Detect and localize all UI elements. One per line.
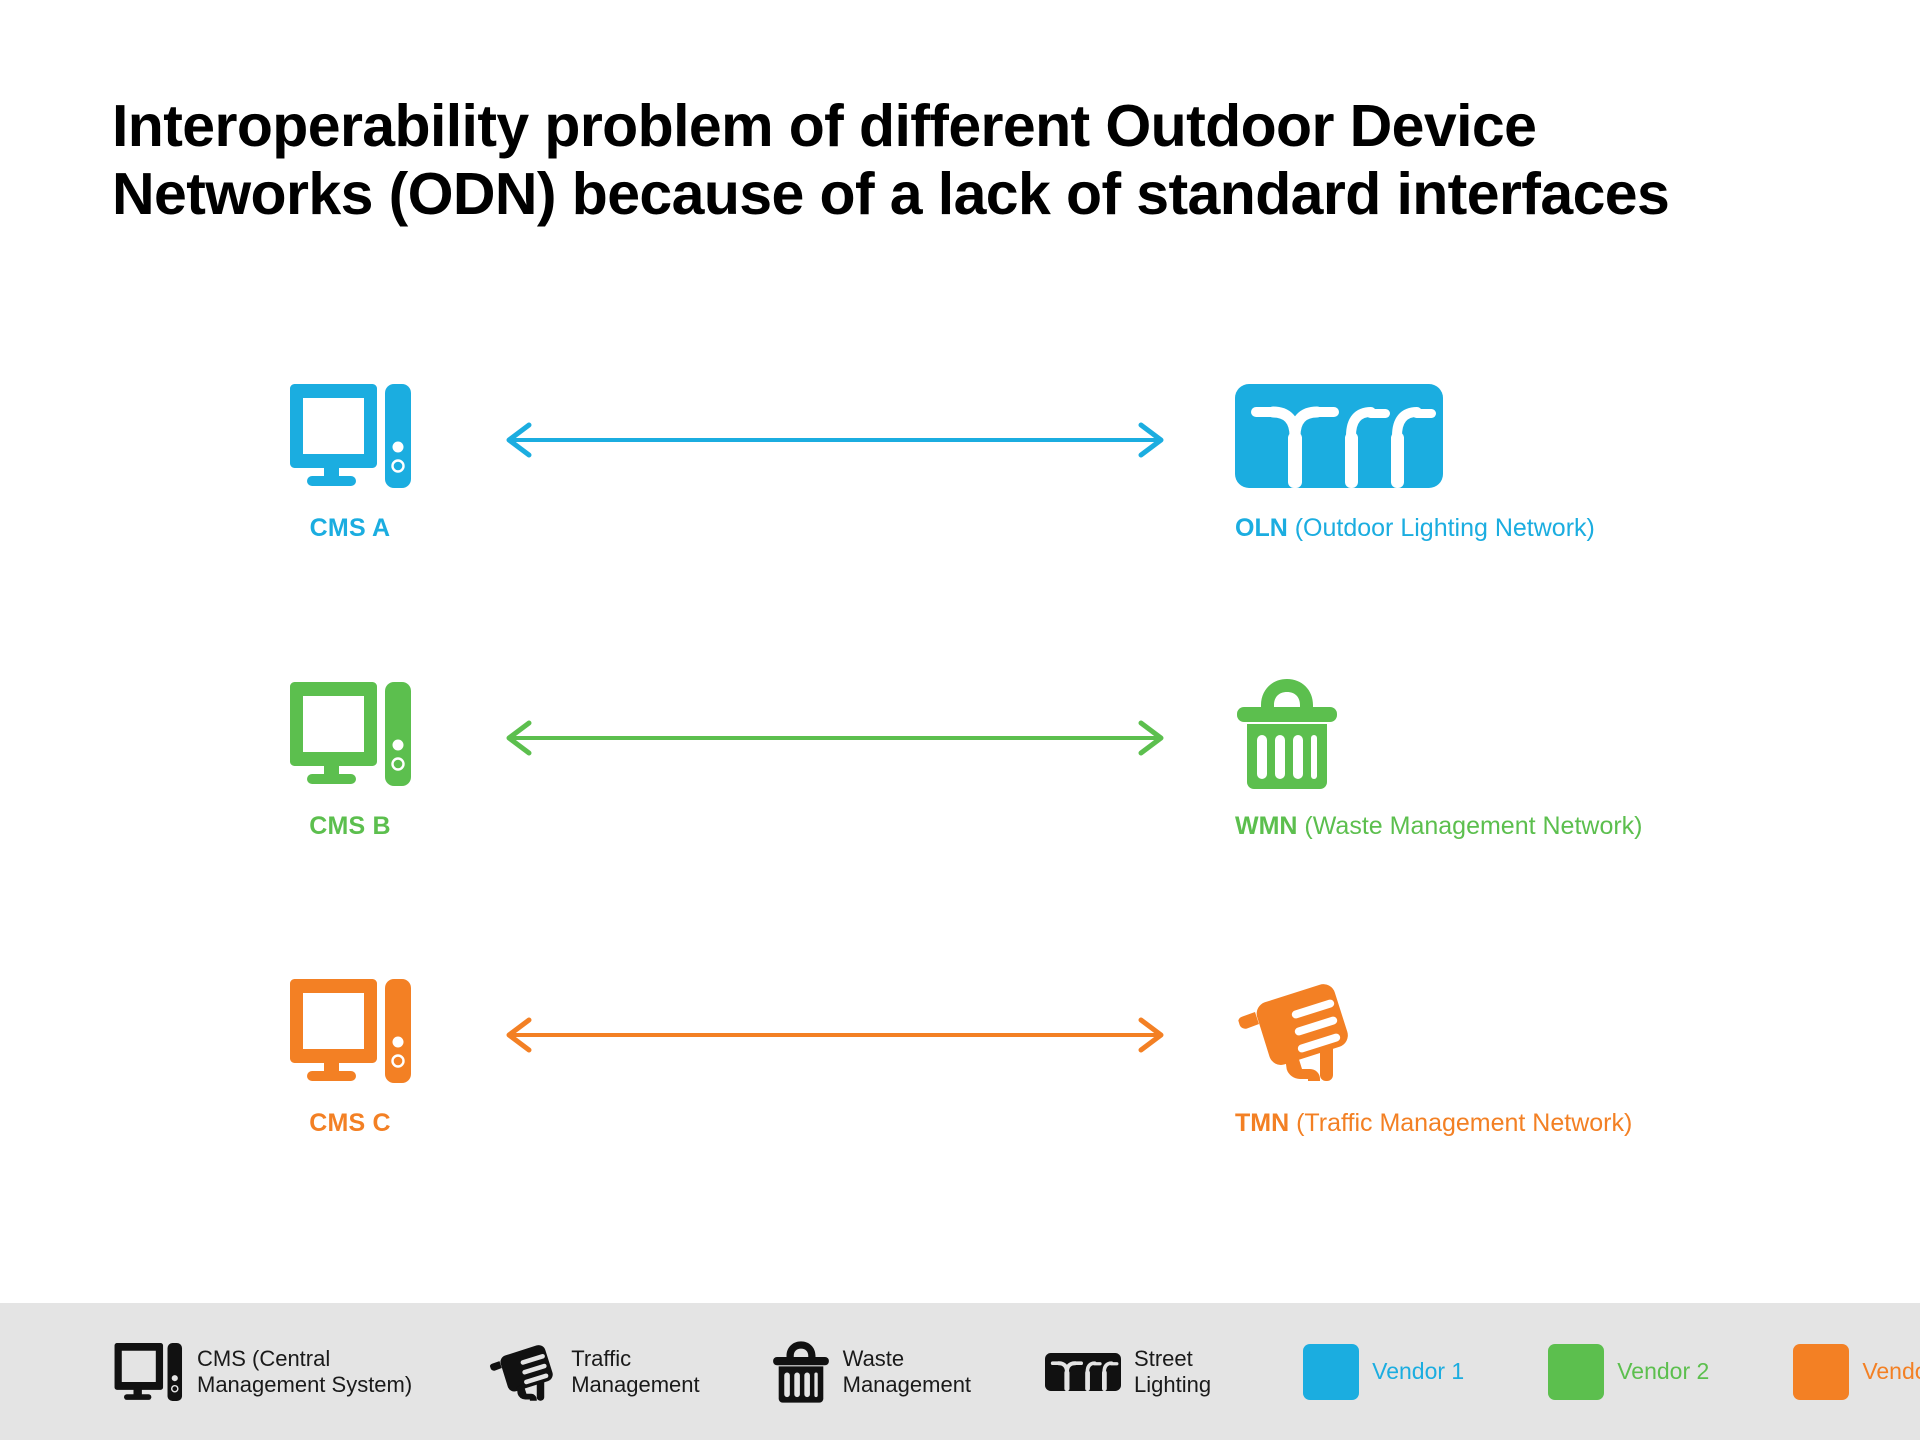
color-swatch-icon <box>1303 1343 1360 1400</box>
node-abbr-wmn: WMN <box>1235 812 1298 840</box>
legend-item-vendor-3[interactable]: Vendor 3 <box>1793 1343 1920 1400</box>
node-wmn[interactable]: WMN (Waste Management Network) <box>1235 678 1875 841</box>
street-lighting-icon <box>1235 380 1875 492</box>
connector-arrow-tmn <box>495 1015 1175 1055</box>
node-expansion-oln: (Outdoor Lighting Network) <box>1287 514 1595 542</box>
street-lighting-icon <box>1045 1343 1122 1401</box>
desktop-computer-icon <box>190 975 510 1087</box>
node-oln[interactable]: OLN (Outdoor Lighting Network) <box>1235 380 1875 543</box>
node-label-cms-a: CMS A <box>309 514 391 542</box>
node-label-oln: OLN (Outdoor Lighting Network) <box>1235 514 1875 543</box>
node-abbr-oln: OLN <box>1235 514 1288 542</box>
legend-item-vendor-2[interactable]: Vendor 2 <box>1548 1343 1710 1400</box>
node-tmn[interactable]: TMN (Traffic Management Network) <box>1235 975 1875 1138</box>
footer-legend: CMS (Central Management System) Traffic … <box>0 1303 1920 1440</box>
connector-arrow-wmn <box>495 718 1175 758</box>
legend-label-vendor-1: Vendor 1 <box>1372 1357 1465 1384</box>
waste-bin-icon <box>772 1340 830 1403</box>
node-expansion-tmn: (Traffic Management Network) <box>1289 1109 1633 1137</box>
color-swatch-icon <box>1548 1343 1605 1400</box>
node-cms-b[interactable]: CMS B <box>190 678 510 841</box>
diagram-canvas: CMS A <box>0 380 1920 1195</box>
desktop-computer-icon <box>112 1342 184 1401</box>
desktop-computer-icon <box>190 380 510 492</box>
legend-label-waste-management: Waste Management <box>842 1345 972 1397</box>
legend-item-waste-management[interactable]: Waste Management <box>772 1340 972 1403</box>
color-swatch-icon <box>1793 1343 1850 1400</box>
legend-label-street-lighting: Street Lighting <box>1134 1345 1212 1397</box>
node-cms-c[interactable]: CMS C <box>190 975 510 1138</box>
node-label-cms-b: CMS B <box>309 812 391 840</box>
legend-label-vendor-2: Vendor 2 <box>1617 1357 1710 1384</box>
legend-item-cms[interactable]: CMS (Central Management System) <box>112 1342 413 1401</box>
node-abbr-tmn: TMN <box>1235 1109 1290 1137</box>
waste-bin-icon <box>1235 678 1875 790</box>
node-cms-a[interactable]: CMS A <box>190 380 510 543</box>
diagram-row-tmn: CMS C <box>0 975 1920 1195</box>
diagram-row-oln: CMS A <box>0 380 1920 600</box>
node-label-tmn: TMN (Traffic Management Network) <box>1235 1109 1875 1138</box>
legend-item-traffic-management[interactable]: Traffic Management <box>488 1341 700 1403</box>
legend-label-cms: CMS (Central Management System) <box>197 1345 413 1397</box>
connector-arrow-oln <box>495 420 1175 460</box>
node-expansion-wmn: (Waste Management Network) <box>1297 812 1643 840</box>
node-label-cms-c: CMS C <box>309 1109 391 1137</box>
diagram-row-wmn: CMS B <box>0 678 1920 898</box>
legend-label-traffic-management: Traffic Management <box>571 1345 700 1397</box>
traffic-camera-icon <box>1235 975 1875 1087</box>
legend-item-vendor-1[interactable]: Vendor 1 <box>1303 1343 1465 1400</box>
desktop-computer-icon <box>190 678 510 790</box>
legend-label-vendor-3: Vendor 3 <box>1862 1357 1920 1384</box>
traffic-camera-icon <box>488 1341 558 1403</box>
legend-item-street-lighting[interactable]: Street Lighting <box>1045 1343 1211 1401</box>
page-title: Interoperability problem of different Ou… <box>112 93 1670 228</box>
node-label-wmn: WMN (Waste Management Network) <box>1235 812 1875 841</box>
